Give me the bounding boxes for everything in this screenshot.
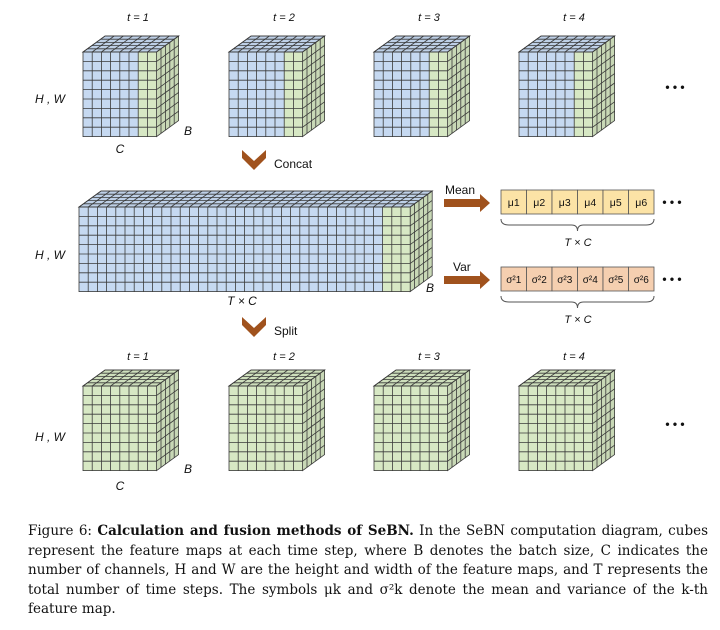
- var-cell-label-1: σ²1: [506, 275, 522, 286]
- dims-label-middle: H , W: [35, 248, 67, 262]
- timestep-label-top-3: t = 3: [418, 12, 441, 24]
- timestep-cube-top-2: [227, 35, 326, 138]
- var-cell-3: [551, 266, 578, 292]
- mean-brace: [500, 218, 655, 232]
- concatenated-cube: [77, 190, 434, 293]
- var-cell-label-3: σ²3: [557, 275, 573, 286]
- caption-title: Calculation and fusion methods of SeBN.: [97, 523, 414, 539]
- mean-cell-6: [628, 189, 655, 215]
- timestep-cube-top-1: [81, 35, 180, 138]
- batch-label-top: B: [184, 124, 192, 138]
- var-cell-label-4: σ²4: [583, 275, 599, 286]
- mean-cell-5: [602, 189, 629, 215]
- timestep-cube-bottom-4: [517, 369, 616, 472]
- mean-cell-label-6: μ6: [635, 197, 647, 209]
- figure-caption: Figure 6: Calculation and fusion methods…: [28, 522, 708, 620]
- var-cell-1: [500, 266, 527, 292]
- ellipsis-mean: • • •: [662, 195, 681, 209]
- timestep-cube-bottom-1: [81, 369, 180, 472]
- timestep-cube-bottom-2: [227, 369, 326, 472]
- mean-cell-label-2: μ2: [533, 197, 545, 209]
- split-label: Split: [274, 324, 298, 338]
- timestep-label-top-1: t = 1: [127, 12, 149, 24]
- ellipsis-bottom: • • •: [665, 417, 684, 431]
- mean-label: Mean: [445, 183, 475, 197]
- mean-cell-label-5: μ5: [610, 197, 622, 209]
- timestep-cube-top-3: [372, 35, 471, 138]
- ellipsis-top: • • •: [665, 80, 684, 94]
- feature-map-cubes: [77, 35, 655, 472]
- diagram-labels: t = 1 t = 2 t = 3 t = 4 H , W C B • • • Concat H …: [35, 12, 685, 493]
- channel-label-bottom: C: [116, 479, 125, 493]
- timestep-label-top-2: t = 2: [273, 12, 295, 24]
- var-cell-2: [526, 266, 553, 292]
- split-arrow: [242, 317, 266, 337]
- ellipsis-var: • • •: [662, 272, 681, 286]
- var-cell-label-5: σ²5: [608, 275, 624, 286]
- batch-label-bottom: B: [184, 462, 192, 476]
- var-brace: [500, 295, 655, 309]
- concat-dims-label: T × C: [227, 294, 257, 308]
- timestep-label-bottom-4: t = 4: [563, 351, 585, 363]
- caption-prefix: Figure 6:: [28, 523, 98, 539]
- channel-label-top: C: [116, 142, 125, 156]
- timestep-cube-top-4: [517, 35, 616, 138]
- mean-cell-1: [500, 189, 527, 215]
- dims-label-bottom: H , W: [35, 430, 67, 444]
- timestep-label-bottom-1: t = 1: [127, 351, 149, 363]
- timestep-cube-bottom-3: [372, 369, 471, 472]
- dims-label-top: H , W: [35, 92, 67, 106]
- mean-brace-label: T × C: [564, 237, 591, 249]
- var-cell-6: [628, 266, 655, 292]
- concat-label: Concat: [274, 157, 313, 171]
- mean-cell-label-3: μ3: [559, 197, 571, 209]
- mean-arrow: [444, 194, 490, 212]
- timestep-label-top-4: t = 4: [563, 12, 585, 24]
- timestep-label-bottom-3: t = 3: [418, 351, 441, 363]
- var-cell-label-6: σ²6: [634, 275, 650, 286]
- batch-label-middle: B: [426, 281, 434, 295]
- mean-cell-label-4: μ4: [584, 197, 596, 209]
- concat-arrow: [242, 150, 266, 170]
- timestep-label-bottom-2: t = 2: [273, 351, 295, 363]
- var-cell-label-2: σ²2: [532, 275, 548, 286]
- var-brace-label: T × C: [564, 314, 591, 326]
- mean-cell-label-1: μ1: [508, 197, 520, 209]
- var-arrow: [444, 271, 490, 289]
- var-cell-4: [577, 266, 604, 292]
- mean-cell-2: [526, 189, 553, 215]
- var-label: Var: [453, 260, 471, 274]
- caption-body: In the SeBN computation diagram, cubes r…: [28, 523, 708, 617]
